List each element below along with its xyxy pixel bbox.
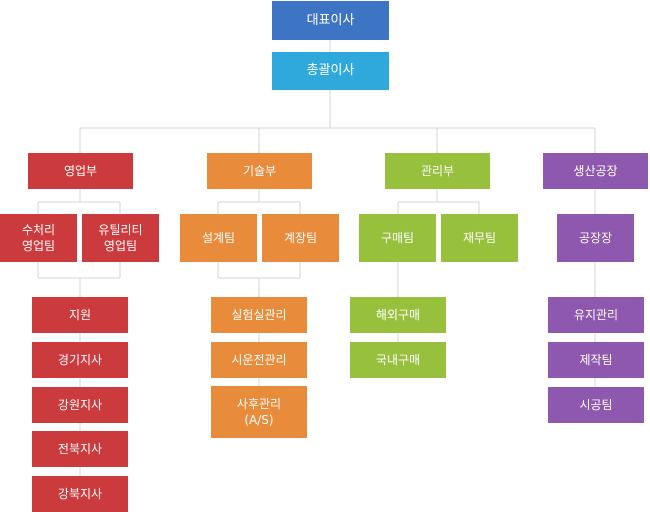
- tech-item: 시운전관리: [211, 342, 307, 378]
- team-instrument: 계장팀: [262, 214, 339, 262]
- dept-sales: 영업부: [28, 153, 133, 189]
- factory-item: 시공팀: [548, 387, 644, 423]
- team-sales-water: 수처리 영업팀: [0, 214, 77, 262]
- sales-item: 지원: [32, 297, 128, 333]
- team-finance: 재무팀: [441, 214, 518, 262]
- dept-admin: 관리부: [385, 153, 490, 189]
- sales-item: 전북지사: [32, 431, 128, 467]
- team-purchase: 구매팀: [359, 214, 436, 262]
- tech-item: 실험실관리: [211, 297, 307, 333]
- node-ceo: 대표이사: [272, 1, 389, 40]
- tech-item: 사후관리 (A/S): [211, 386, 307, 438]
- team-factory-manager: 공장장: [557, 214, 634, 262]
- admin-item: 국내구매: [350, 342, 446, 378]
- sales-item: 경기지사: [32, 342, 128, 378]
- node-president: 총괄이사: [272, 52, 389, 90]
- admin-item: 해외구매: [350, 297, 446, 333]
- dept-tech: 기술부: [207, 153, 312, 189]
- team-design: 설계팀: [180, 214, 257, 262]
- factory-item: 제작팀: [548, 342, 644, 378]
- dept-factory: 생산공장: [543, 153, 648, 189]
- team-sales-utility: 유틸리티 영업팀: [82, 214, 159, 262]
- sales-item: 강원지사: [32, 387, 128, 423]
- factory-item: 유지관리: [548, 297, 644, 333]
- sales-item: 강북지사: [32, 476, 128, 512]
